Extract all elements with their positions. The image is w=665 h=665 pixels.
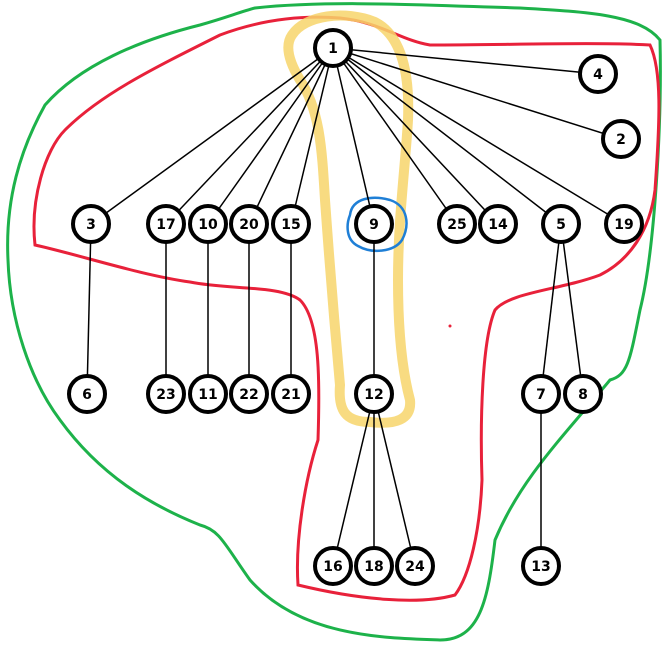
node-circle bbox=[354, 374, 394, 414]
node-18: 18 bbox=[354, 546, 394, 586]
edge-1-25 bbox=[332, 47, 458, 225]
edge-1-5 bbox=[332, 47, 562, 225]
node-circle bbox=[188, 374, 228, 414]
edge-1-2 bbox=[332, 47, 622, 140]
node-21: 21 bbox=[271, 374, 311, 414]
edge-12-24 bbox=[373, 393, 416, 567]
edge-3-6 bbox=[86, 223, 92, 395]
node-circle bbox=[146, 204, 186, 244]
node-circle bbox=[67, 374, 107, 414]
node-circle bbox=[354, 546, 394, 586]
node-circle bbox=[521, 374, 561, 414]
node-23: 23 bbox=[146, 374, 186, 414]
node-10: 10 bbox=[188, 204, 228, 244]
edge-5-8 bbox=[560, 223, 584, 395]
edge-1-4 bbox=[332, 47, 599, 75]
edge-1-3 bbox=[90, 47, 334, 225]
node-label: 18 bbox=[364, 559, 383, 575]
node-circle bbox=[437, 204, 477, 244]
node-label: 9 bbox=[369, 217, 379, 233]
node-circle bbox=[229, 204, 269, 244]
green-outline bbox=[6, 2, 662, 642]
node-17: 17 bbox=[146, 204, 186, 244]
node-12: 12 bbox=[354, 374, 394, 414]
node-5: 5 bbox=[541, 204, 581, 244]
node-13: 13 bbox=[521, 546, 561, 586]
edge-1-20 bbox=[248, 47, 334, 225]
node-label: 12 bbox=[364, 387, 383, 403]
node-14: 14 bbox=[478, 204, 518, 244]
edge-1-9 bbox=[332, 47, 375, 225]
node-25: 25 bbox=[437, 204, 477, 244]
node-label: 16 bbox=[323, 559, 342, 575]
node-circle bbox=[271, 374, 311, 414]
node-11: 11 bbox=[188, 374, 228, 414]
edge-1-15 bbox=[290, 47, 334, 225]
node-2: 2 bbox=[601, 119, 641, 159]
blue-circle bbox=[346, 196, 408, 253]
node-label: 13 bbox=[531, 559, 550, 575]
node-7: 7 bbox=[521, 374, 561, 414]
node-label: 10 bbox=[198, 217, 218, 233]
edge-1-14 bbox=[332, 47, 499, 225]
node-15: 15 bbox=[271, 204, 311, 244]
node-8: 8 bbox=[563, 374, 603, 414]
node-circle bbox=[313, 546, 353, 586]
node-24: 24 bbox=[395, 546, 435, 586]
edge-1-19 bbox=[332, 47, 625, 225]
node-circle bbox=[271, 204, 311, 244]
node-label: 20 bbox=[239, 217, 259, 233]
node-circle bbox=[478, 204, 518, 244]
red-outline bbox=[32, 15, 661, 602]
node-circle bbox=[229, 374, 269, 414]
red-dot bbox=[448, 324, 452, 328]
node-circle bbox=[395, 546, 435, 586]
node-label: 23 bbox=[156, 387, 175, 403]
node-circle bbox=[146, 374, 186, 414]
yellow-highlight bbox=[283, 10, 416, 428]
node-16: 16 bbox=[313, 546, 353, 586]
node-20: 20 bbox=[229, 204, 269, 244]
edge-1-10 bbox=[207, 47, 334, 225]
node-circle bbox=[354, 204, 394, 244]
node-circle bbox=[541, 204, 581, 244]
node-circle bbox=[578, 54, 618, 94]
node-22: 22 bbox=[229, 374, 269, 414]
node-label: 6 bbox=[82, 387, 92, 403]
node-4: 4 bbox=[578, 54, 618, 94]
node-circle bbox=[563, 374, 603, 414]
edge-1-17 bbox=[165, 47, 334, 225]
node-label: 21 bbox=[281, 387, 300, 403]
node-label: 4 bbox=[593, 67, 603, 83]
node-19: 19 bbox=[604, 204, 644, 244]
node-label: 5 bbox=[556, 217, 566, 233]
node-label: 24 bbox=[405, 559, 425, 575]
node-circle bbox=[313, 28, 353, 68]
node-6: 6 bbox=[67, 374, 107, 414]
node-1: 1 bbox=[313, 28, 353, 68]
node-label: 2 bbox=[616, 132, 626, 148]
node-circle bbox=[604, 204, 644, 244]
node-label: 17 bbox=[156, 217, 175, 233]
node-circle bbox=[71, 204, 111, 244]
node-label: 22 bbox=[239, 387, 258, 403]
edge-5-7 bbox=[540, 223, 562, 395]
node-3: 3 bbox=[71, 204, 111, 244]
node-label: 8 bbox=[578, 387, 588, 403]
node-label: 11 bbox=[198, 387, 217, 403]
node-circle bbox=[521, 546, 561, 586]
node-9: 9 bbox=[354, 204, 394, 244]
node-label: 7 bbox=[536, 387, 546, 403]
node-label: 25 bbox=[447, 217, 466, 233]
node-label: 3 bbox=[86, 217, 96, 233]
node-circle bbox=[188, 204, 228, 244]
node-circle bbox=[601, 119, 641, 159]
node-label: 1 bbox=[328, 41, 338, 57]
edge-12-16 bbox=[332, 393, 375, 567]
node-label: 15 bbox=[281, 217, 300, 233]
node-label: 19 bbox=[614, 217, 633, 233]
node-label: 14 bbox=[488, 217, 508, 233]
